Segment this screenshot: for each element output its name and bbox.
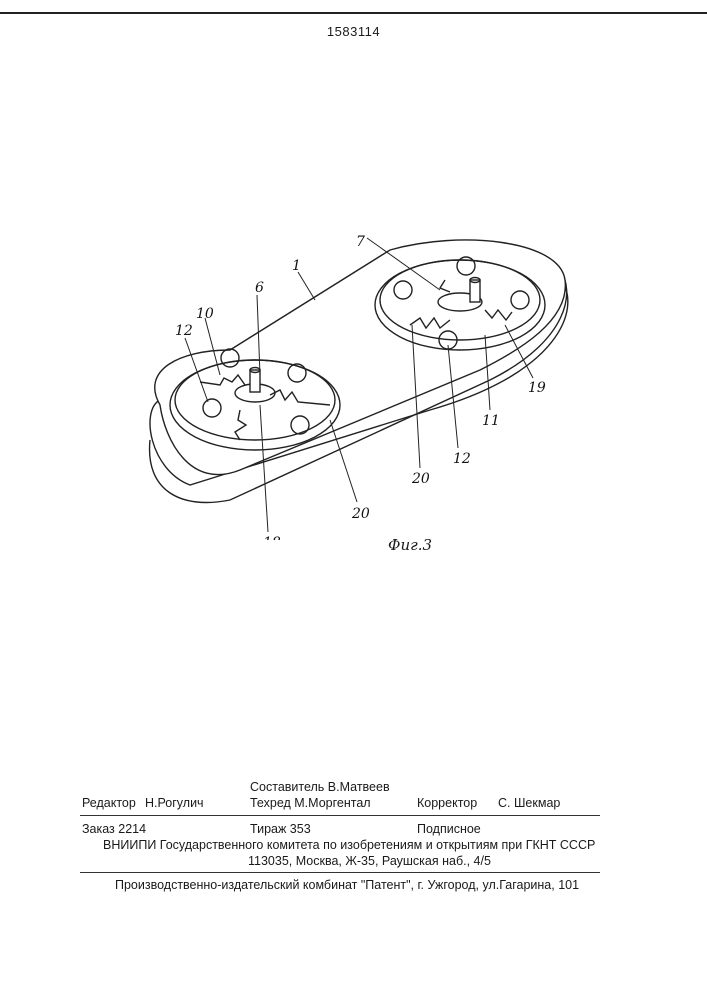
compiler-line: Составитель В.Матвеев (250, 780, 390, 794)
circulation: Тираж 353 (250, 822, 311, 836)
imprint-rule-2 (80, 872, 600, 873)
corrector-label: Корректор (417, 796, 477, 810)
order-number: Заказ 2214 (82, 822, 146, 836)
address-line: 113035, Москва, Ж-35, Раушская наб., 4/5 (248, 854, 491, 868)
subscription: Подписное (417, 822, 481, 836)
corrector-name: С. Шекмар (498, 796, 560, 810)
vniipi-line: ВНИИПИ Государственного комитета по изоб… (103, 838, 595, 852)
techred-line: Техред М.Моргентал (250, 796, 371, 810)
editor-name: Н.Рогулич (145, 796, 204, 810)
editor-label: Редактор (82, 796, 136, 810)
publisher-line: Производственно-издательский комбинат "П… (115, 878, 579, 892)
imprint-rule-1 (80, 815, 600, 816)
